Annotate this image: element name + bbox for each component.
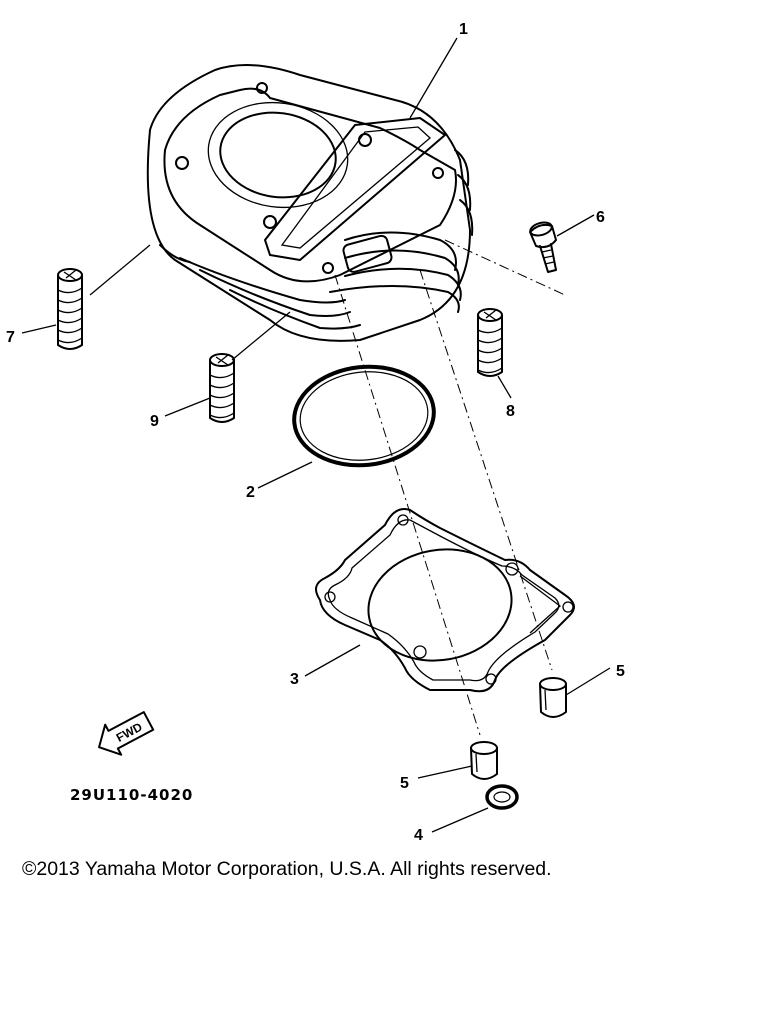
stud-bolt-part-8 xyxy=(477,308,503,377)
callout-8: 8 xyxy=(506,403,515,420)
callout-1: 1 xyxy=(459,21,468,38)
leader-lines xyxy=(21,37,611,833)
exploded-parts-diagram: 1 2 3 4 5 5 6 7 8 9 FWD 29U110-4020 xyxy=(6,21,625,844)
copyright-notice: ©2013 Yamaha Motor Corporation, U.S.A. A… xyxy=(22,858,552,880)
callout-4: 4 xyxy=(414,827,423,844)
callout-2: 2 xyxy=(246,484,255,501)
o-ring-part-2 xyxy=(292,364,436,468)
alignment-lines xyxy=(334,239,566,736)
diagram-code: 29U110-4020 xyxy=(70,786,193,804)
fwd-label: FWD xyxy=(114,720,145,745)
dowel-pin-part-5-right xyxy=(539,677,567,718)
callout-7: 7 xyxy=(6,329,15,346)
cylinder-part-1 xyxy=(146,64,474,342)
fwd-arrow-icon: FWD xyxy=(98,711,155,756)
stud-bolt-part-7 xyxy=(57,268,83,350)
dowel-pin-part-5-left xyxy=(470,741,498,780)
gasket-part-3 xyxy=(315,508,575,693)
callout-numbers: 1 2 3 4 5 5 6 7 8 9 xyxy=(6,21,625,844)
callout-9: 9 xyxy=(150,413,159,430)
callout-5-right: 5 xyxy=(616,663,625,680)
callout-6: 6 xyxy=(596,209,605,226)
small-o-ring-part-4 xyxy=(485,784,519,810)
stud-bolt-part-9 xyxy=(209,353,235,423)
callout-3: 3 xyxy=(290,671,299,688)
bolt-part-6 xyxy=(529,221,557,273)
callout-5-left: 5 xyxy=(400,775,409,792)
